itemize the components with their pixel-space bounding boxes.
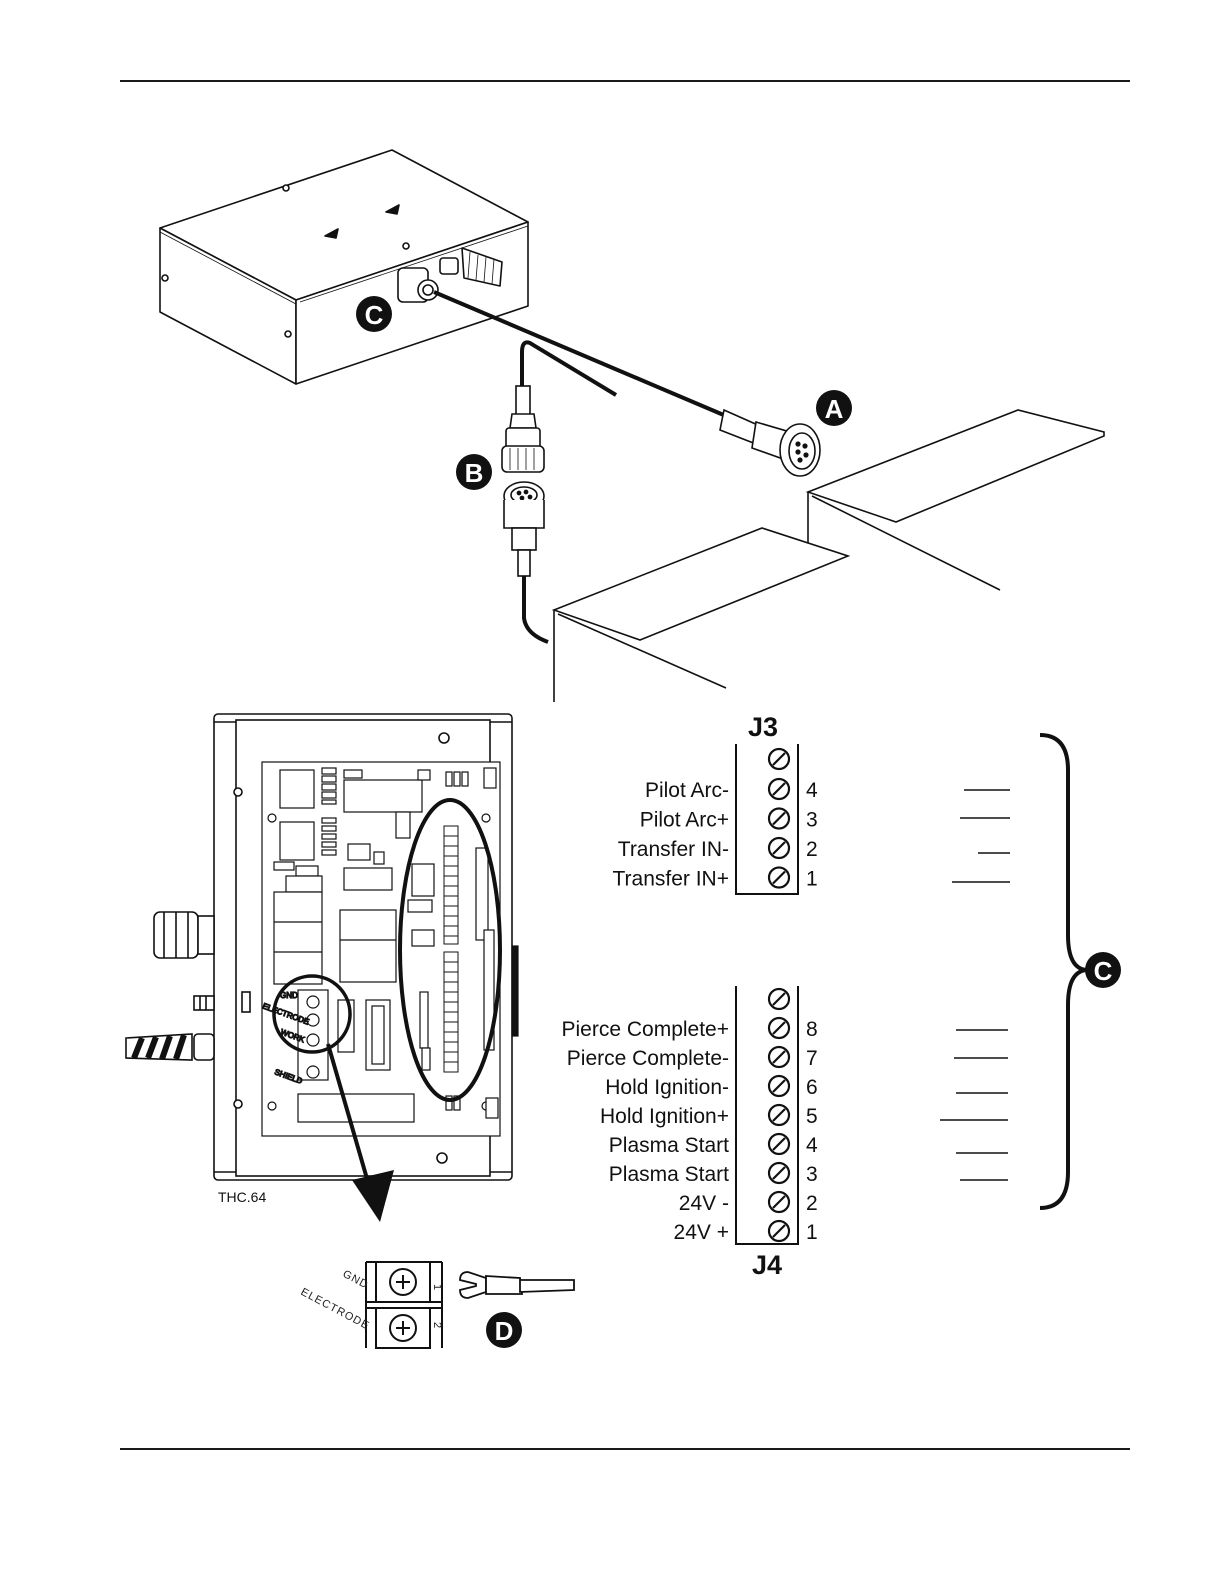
j4-terminal-label: Hold Ignition+: [600, 1105, 729, 1128]
j4-terminal-label: Plasma Start: [609, 1134, 729, 1157]
j4-terminal-label: Pierce Complete+: [562, 1018, 730, 1041]
j4-terminal-number: 7: [806, 1047, 818, 1070]
screw-icon: [769, 1105, 789, 1125]
j3-terminal-number: 2: [806, 838, 818, 861]
j4-terminal-label: 24V +: [674, 1221, 729, 1244]
screw-icon: [769, 1221, 789, 1241]
cable-from-b: [524, 576, 548, 642]
screw-icon: [769, 1076, 789, 1096]
connector-a: [720, 410, 820, 476]
grouping-brace: [1040, 735, 1086, 1208]
j4-terminal-8: Pierce Complete+ 8: [562, 1018, 818, 1041]
j3-terminal-3: Pilot Arc+ 3: [640, 809, 818, 832]
cable-to-a: [434, 292, 726, 416]
screw-icon: [769, 1163, 789, 1183]
j4-terminal-label: Hold Ignition-: [605, 1076, 729, 1099]
spade-terminal: [460, 1272, 574, 1298]
wire-blanks: [940, 790, 1010, 1180]
j4-terminal-number: 1: [806, 1221, 818, 1244]
j3-header: J3: [748, 712, 778, 742]
cabinet-back: [808, 410, 1104, 590]
j3-terminal-1: Transfer IN+ 1: [612, 868, 817, 891]
j3-terminal-number: 4: [806, 779, 818, 802]
pcb-terminal-strip-j3: [444, 826, 458, 944]
screw-icon: [769, 1192, 789, 1212]
screw-icon: [769, 1047, 789, 1067]
j4-terminal-number: 3: [806, 1163, 818, 1186]
j4-terminal-number: 6: [806, 1076, 818, 1099]
screw-icon: [769, 1018, 789, 1038]
j4-terminal-number: 4: [806, 1134, 818, 1157]
j3-terminal-4: Pilot Arc- 4: [645, 779, 818, 802]
j4-terminal-label: 24V -: [679, 1192, 729, 1215]
j3-terminal-number: 3: [806, 809, 818, 832]
j4-terminal-6: Hold Ignition- 6: [605, 1076, 817, 1099]
j4-terminal-4: Plasma Start 4: [609, 1134, 818, 1157]
screw-icon: [769, 868, 789, 888]
j4-terminal-number: 8: [806, 1018, 818, 1041]
j4-spare-screw-icon: [769, 989, 789, 1009]
callout-c-box: C: [356, 296, 392, 332]
screw-icon: [769, 809, 789, 829]
figure-id-label: THC.64: [218, 1189, 266, 1205]
j3-terminal-label: Transfer IN-: [618, 838, 729, 861]
cabinet-front: [554, 528, 848, 702]
detail-position-2: 2: [431, 1322, 443, 1329]
j4-terminal-number: 5: [806, 1105, 818, 1128]
j4-terminal-label: Pierce Complete-: [567, 1047, 729, 1070]
detail-position-1: 1: [431, 1284, 443, 1291]
j3-terminal-label: Transfer IN+: [612, 868, 729, 891]
j4-terminal-3: Plasma Start 3: [609, 1163, 818, 1186]
thc-box: [160, 150, 528, 384]
callout-d: D: [486, 1312, 522, 1348]
j3-terminal-number: 1: [806, 868, 818, 891]
pcb-terminal-strip-j4: [444, 952, 458, 1072]
j4-terminal-1: 24V + 1: [674, 1221, 818, 1244]
callout-c-brace: C: [1085, 952, 1121, 988]
screw-icon: [769, 1134, 789, 1154]
screw-icon: [769, 779, 789, 799]
j3-terminal-label: Pilot Arc+: [640, 809, 729, 832]
callout-c-brace-letter: C: [1094, 956, 1113, 986]
j4-terminal-label: Plasma Start: [609, 1163, 729, 1186]
j4-terminal-2: 24V - 2: [679, 1192, 818, 1215]
j3-spare-screw-icon: [769, 749, 789, 769]
j4-terminal-7: Pierce Complete- 7: [567, 1047, 818, 1070]
j4-terminal-5: Hold Ignition+ 5: [600, 1105, 818, 1128]
j3-terminal-2: Transfer IN- 2: [618, 838, 818, 861]
detail-terminal-block: [366, 1262, 442, 1348]
callout-d-letter: D: [495, 1316, 514, 1346]
callout-a-letter: A: [825, 394, 844, 424]
connector-b: [502, 386, 544, 576]
j3-terminal-label: Pilot Arc-: [645, 779, 729, 802]
j4-header: J4: [752, 1250, 782, 1280]
callout-a: A: [816, 390, 852, 426]
callout-b-letter: B: [465, 458, 484, 488]
callout-b: B: [456, 454, 492, 490]
j4-terminal-number: 2: [806, 1192, 818, 1215]
callout-c-box-letter: C: [365, 300, 384, 330]
detail-electrode-label: ELECTRODE: [299, 1286, 372, 1332]
screw-icon: [769, 838, 789, 858]
